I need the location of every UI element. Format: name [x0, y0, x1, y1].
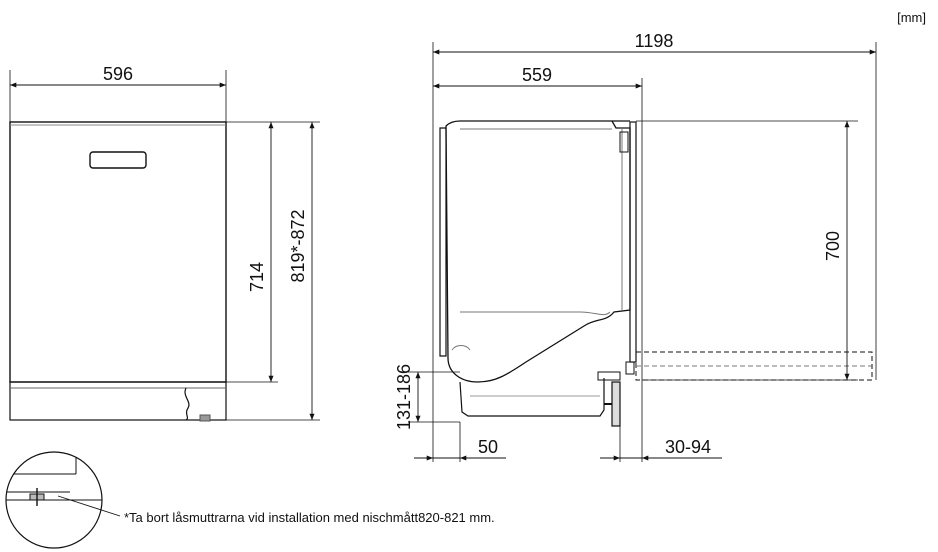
dim-rear-clearance-label: 30-94	[665, 437, 711, 457]
dim-open-depth-label: 1198	[635, 31, 674, 51]
unit-label: [mm]	[897, 10, 926, 25]
side-back-panel	[629, 121, 637, 363]
dim-niche-height-label: 819*-872	[288, 209, 308, 282]
detail-leader-line	[57, 495, 121, 517]
side-door-edge	[439, 127, 447, 357]
dim-door-height-label: 714	[247, 262, 267, 292]
detail-callout	[5, 451, 121, 549]
side-view	[408, 42, 877, 462]
dim-width-label: 596	[103, 64, 133, 84]
dim-toe-offset-label: 50	[478, 437, 498, 457]
front-foot	[199, 414, 211, 422]
footnote-text: *Ta bort låsmuttrarna vid installation m…	[124, 510, 495, 525]
front-plinth	[9, 381, 227, 421]
front-view	[9, 70, 320, 422]
dim-height-label: 700	[823, 231, 843, 261]
front-door-panel	[9, 121, 227, 383]
side-tub-outline	[445, 120, 631, 383]
dim-foot-adjust-label: 131-186	[394, 364, 414, 430]
dim-depth-label: 559	[522, 65, 552, 85]
rear-adjust-foot	[611, 381, 621, 427]
door-handle	[89, 151, 147, 169]
